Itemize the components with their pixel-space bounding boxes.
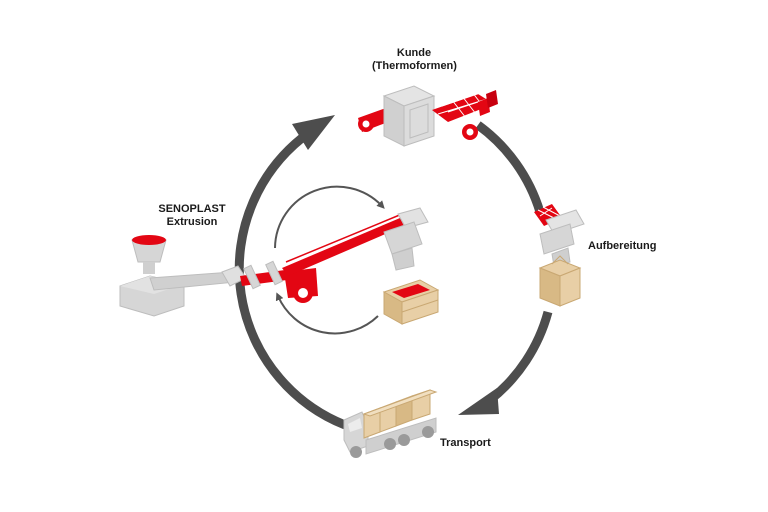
- label-kunde-line1: Kunde: [396, 47, 432, 59]
- top-left-arrowhead: [292, 115, 335, 150]
- label-senoplast-extrusion: SENOPLAST Extrusion: [130, 203, 254, 229]
- label-senoplast-line2: Extrusion: [166, 216, 218, 228]
- left-cycle-arc: [234, 134, 347, 430]
- label-senoplast-line1: SENOPLAST: [158, 203, 226, 215]
- inner-cycle: [274, 185, 385, 335]
- thermoforming-machine-icon: [358, 85, 498, 147]
- bottom-right-arrowhead: [458, 388, 499, 415]
- upper-right-cycle-arc: [475, 121, 545, 214]
- label-kunde: Kunde (Thermoformen): [372, 47, 457, 73]
- label-transport: Transport: [440, 437, 491, 449]
- inner-granulator-icon: [383, 207, 429, 271]
- shredder-icon: [534, 204, 585, 267]
- granulate-sack-icon: [538, 255, 582, 307]
- extruder-icon: [119, 235, 247, 317]
- label-aufbereitung: Aufbereitung: [588, 240, 657, 252]
- label-kunde-line2: (Thermoformen): [372, 60, 457, 72]
- inner-cycle-arc-top: [274, 185, 385, 249]
- sheet-line-icon: [240, 213, 404, 303]
- crate-icon: [382, 279, 440, 325]
- truck-icon: [343, 389, 438, 458]
- inner-cycle-arc-bottom: [275, 292, 379, 335]
- outer-cycle-arrows: [234, 115, 553, 430]
- lower-right-cycle-arc: [487, 310, 553, 404]
